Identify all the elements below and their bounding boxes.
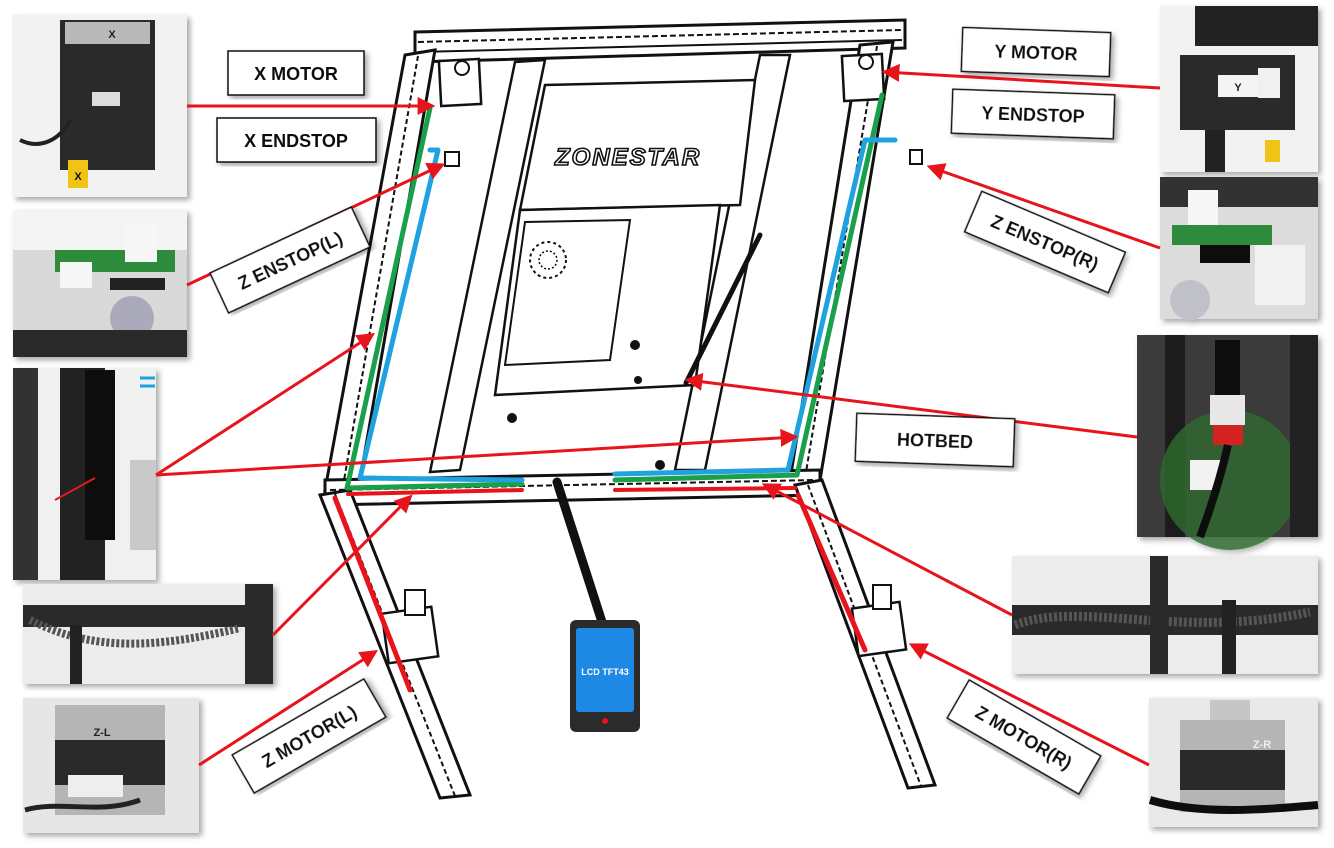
label-x-endstop-text: X ENDSTOP [244, 131, 348, 151]
photo-z-motor-right: Z-R [1149, 698, 1318, 827]
wire-red-right [615, 488, 795, 490]
photo-x-top-label: X [108, 29, 116, 41]
x-motor-block [439, 59, 481, 106]
photo-z-left-tag: Z-L [93, 727, 110, 739]
left-upright [325, 50, 435, 490]
z-endstop-right-part [910, 150, 922, 164]
photo-z-endstop-right [1160, 177, 1318, 320]
label-x-endstop: X ENDSTOP [217, 118, 376, 162]
label-y-endstop: Y ENDSTOP [951, 89, 1114, 139]
lcd-cable [557, 482, 602, 622]
lcd-label: LCD TFT43 [581, 667, 629, 677]
z-endstop-left-part [445, 152, 459, 166]
photo-hotbed-connector [1137, 335, 1318, 550]
photo-bottom-right-cables [1012, 556, 1318, 674]
label-hotbed-text: HOTBED [897, 430, 974, 453]
label-y-endstop-text: Y ENDSTOP [981, 103, 1085, 127]
label-x-motor: X MOTOR [228, 51, 364, 95]
photo-x-motor: X X [13, 15, 187, 197]
label-z-motor-right: Z MOTOR(R) [947, 680, 1101, 794]
photo-y-tag: Y [1234, 82, 1242, 94]
label-y-motor: Y MOTOR [961, 27, 1110, 76]
label-z-endstop-left: Z ENSTOP(L) [210, 207, 370, 313]
photo-z-right-tag: Z-R [1253, 739, 1271, 751]
label-y-motor-text: Y MOTOR [994, 42, 1078, 65]
arrow-y-motor [885, 72, 1160, 88]
rear-panel: ZONESTAR [520, 80, 755, 210]
photo-z-motor-left: Z-L [23, 698, 199, 833]
frame-logo: ZONESTAR [554, 144, 701, 171]
label-x-motor-text: X MOTOR [254, 64, 338, 84]
lcd-display: LCD TFT43 [570, 620, 640, 732]
y-motor-block [842, 54, 884, 101]
wire-red-left-leg [335, 498, 410, 690]
photo-bottom-left-cables [23, 584, 273, 684]
lcd-indicator-icon [602, 718, 608, 724]
top-beam [415, 20, 905, 62]
photo-x-tag: X [74, 171, 82, 183]
label-hotbed: HOTBED [855, 413, 1015, 466]
photo-y-motor: Y [1160, 6, 1318, 172]
photo-x-endstop [13, 210, 187, 357]
photo-left-rail [13, 368, 156, 580]
